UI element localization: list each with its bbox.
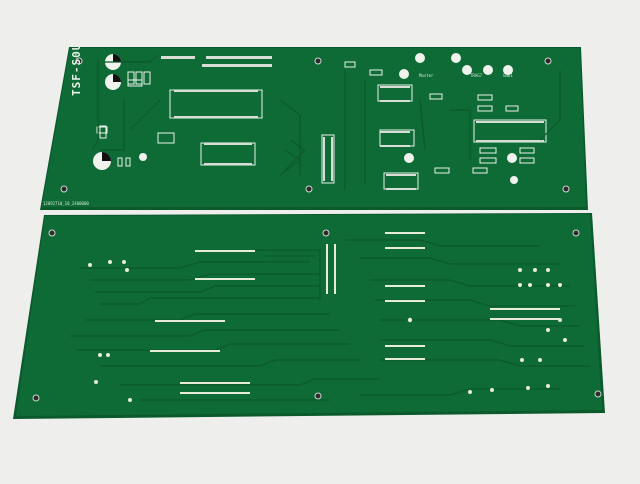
board-footer-text: 12092710_10_2400000: [43, 201, 89, 206]
resistors-top: [99, 61, 535, 174]
top-label-trag7: TRAG7: [470, 73, 483, 78]
top-label-master: Master: [419, 73, 434, 78]
bottom-board: [16, 214, 602, 416]
bottom-board-mounting-holes: [32, 229, 602, 402]
solder-pads-bottom: [88, 232, 567, 402]
board-title: TSF-S0U: [70, 42, 83, 96]
top-label-gnd1: GND1: [503, 73, 513, 78]
top-board: [42, 48, 586, 207]
pin-headers-top: [161, 56, 544, 190]
traces-top: [91, 54, 561, 190]
top-board-mounting-holes: [60, 57, 570, 193]
